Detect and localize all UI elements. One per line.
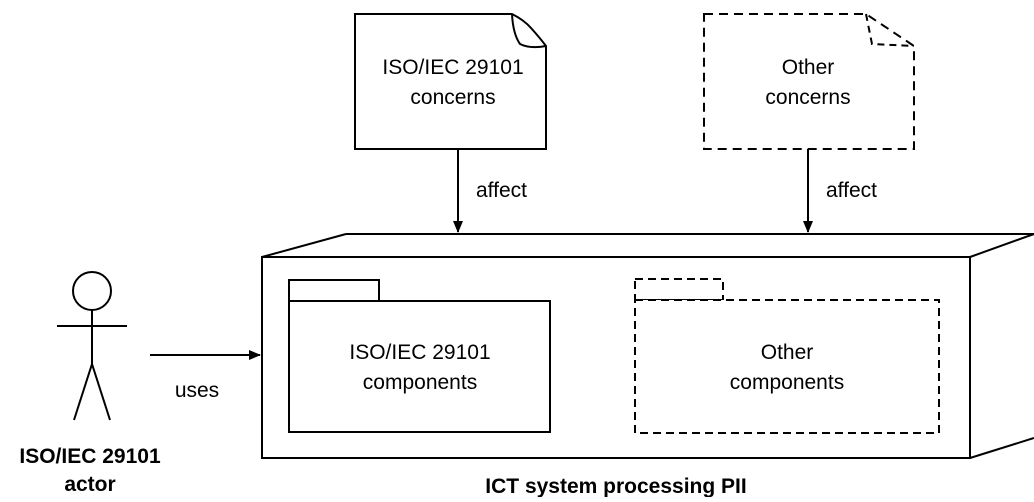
iso-concerns-document: ISO/IEC 29101 concerns xyxy=(354,13,547,150)
iso-components-line1: ISO/IEC 29101 xyxy=(349,341,490,364)
affect-label-right: affect xyxy=(826,179,877,202)
uses-label: uses xyxy=(175,379,219,402)
other-components-line1: Other xyxy=(761,341,814,364)
other-components-line2: components xyxy=(730,371,844,394)
ict-system-box: ISO/IEC 29101 components Other component… xyxy=(261,233,1034,498)
actor-stick-figure: ISO/IEC 29101 actor xyxy=(19,271,161,496)
uses-arrow: uses xyxy=(150,350,261,402)
iso-components-package: ISO/IEC 29101 components xyxy=(288,279,551,433)
other-concerns-line2: concerns xyxy=(765,86,850,109)
ict-system-caption: ICT system processing PII xyxy=(485,475,746,497)
other-concerns-line1: Other xyxy=(782,56,835,79)
actor-label-line2: actor xyxy=(64,473,115,496)
affect-arrow-right: affect xyxy=(803,149,877,233)
actor-label-line1: ISO/IEC 29101 xyxy=(19,445,161,468)
other-components-package: Other components xyxy=(634,278,940,434)
other-concerns-document: Other concerns xyxy=(703,13,915,150)
iso-components-line2: components xyxy=(363,371,477,394)
iso-concerns-line1: ISO/IEC 29101 xyxy=(382,56,523,79)
iso-concerns-line2: concerns xyxy=(410,86,495,109)
affect-label-left: affect xyxy=(476,179,527,202)
affect-arrow-left: affect xyxy=(453,149,527,233)
